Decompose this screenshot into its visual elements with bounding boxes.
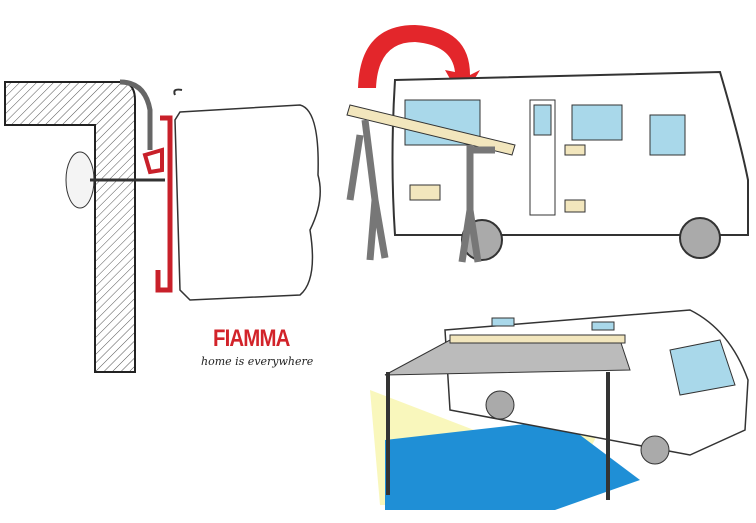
camper-installation-diagram: [346, 25, 749, 263]
logo-brand: FIAMMA: [213, 325, 290, 352]
bracket: [155, 115, 173, 293]
deployed-awning-diagram: [370, 309, 749, 510]
fiamma-logo: FIAMMA home is everywhere: [193, 325, 313, 368]
red-arrow-icon: [358, 25, 480, 100]
logo-tagline: home is everywhere: [201, 355, 314, 368]
wall-section-diagram: [4, 79, 321, 373]
